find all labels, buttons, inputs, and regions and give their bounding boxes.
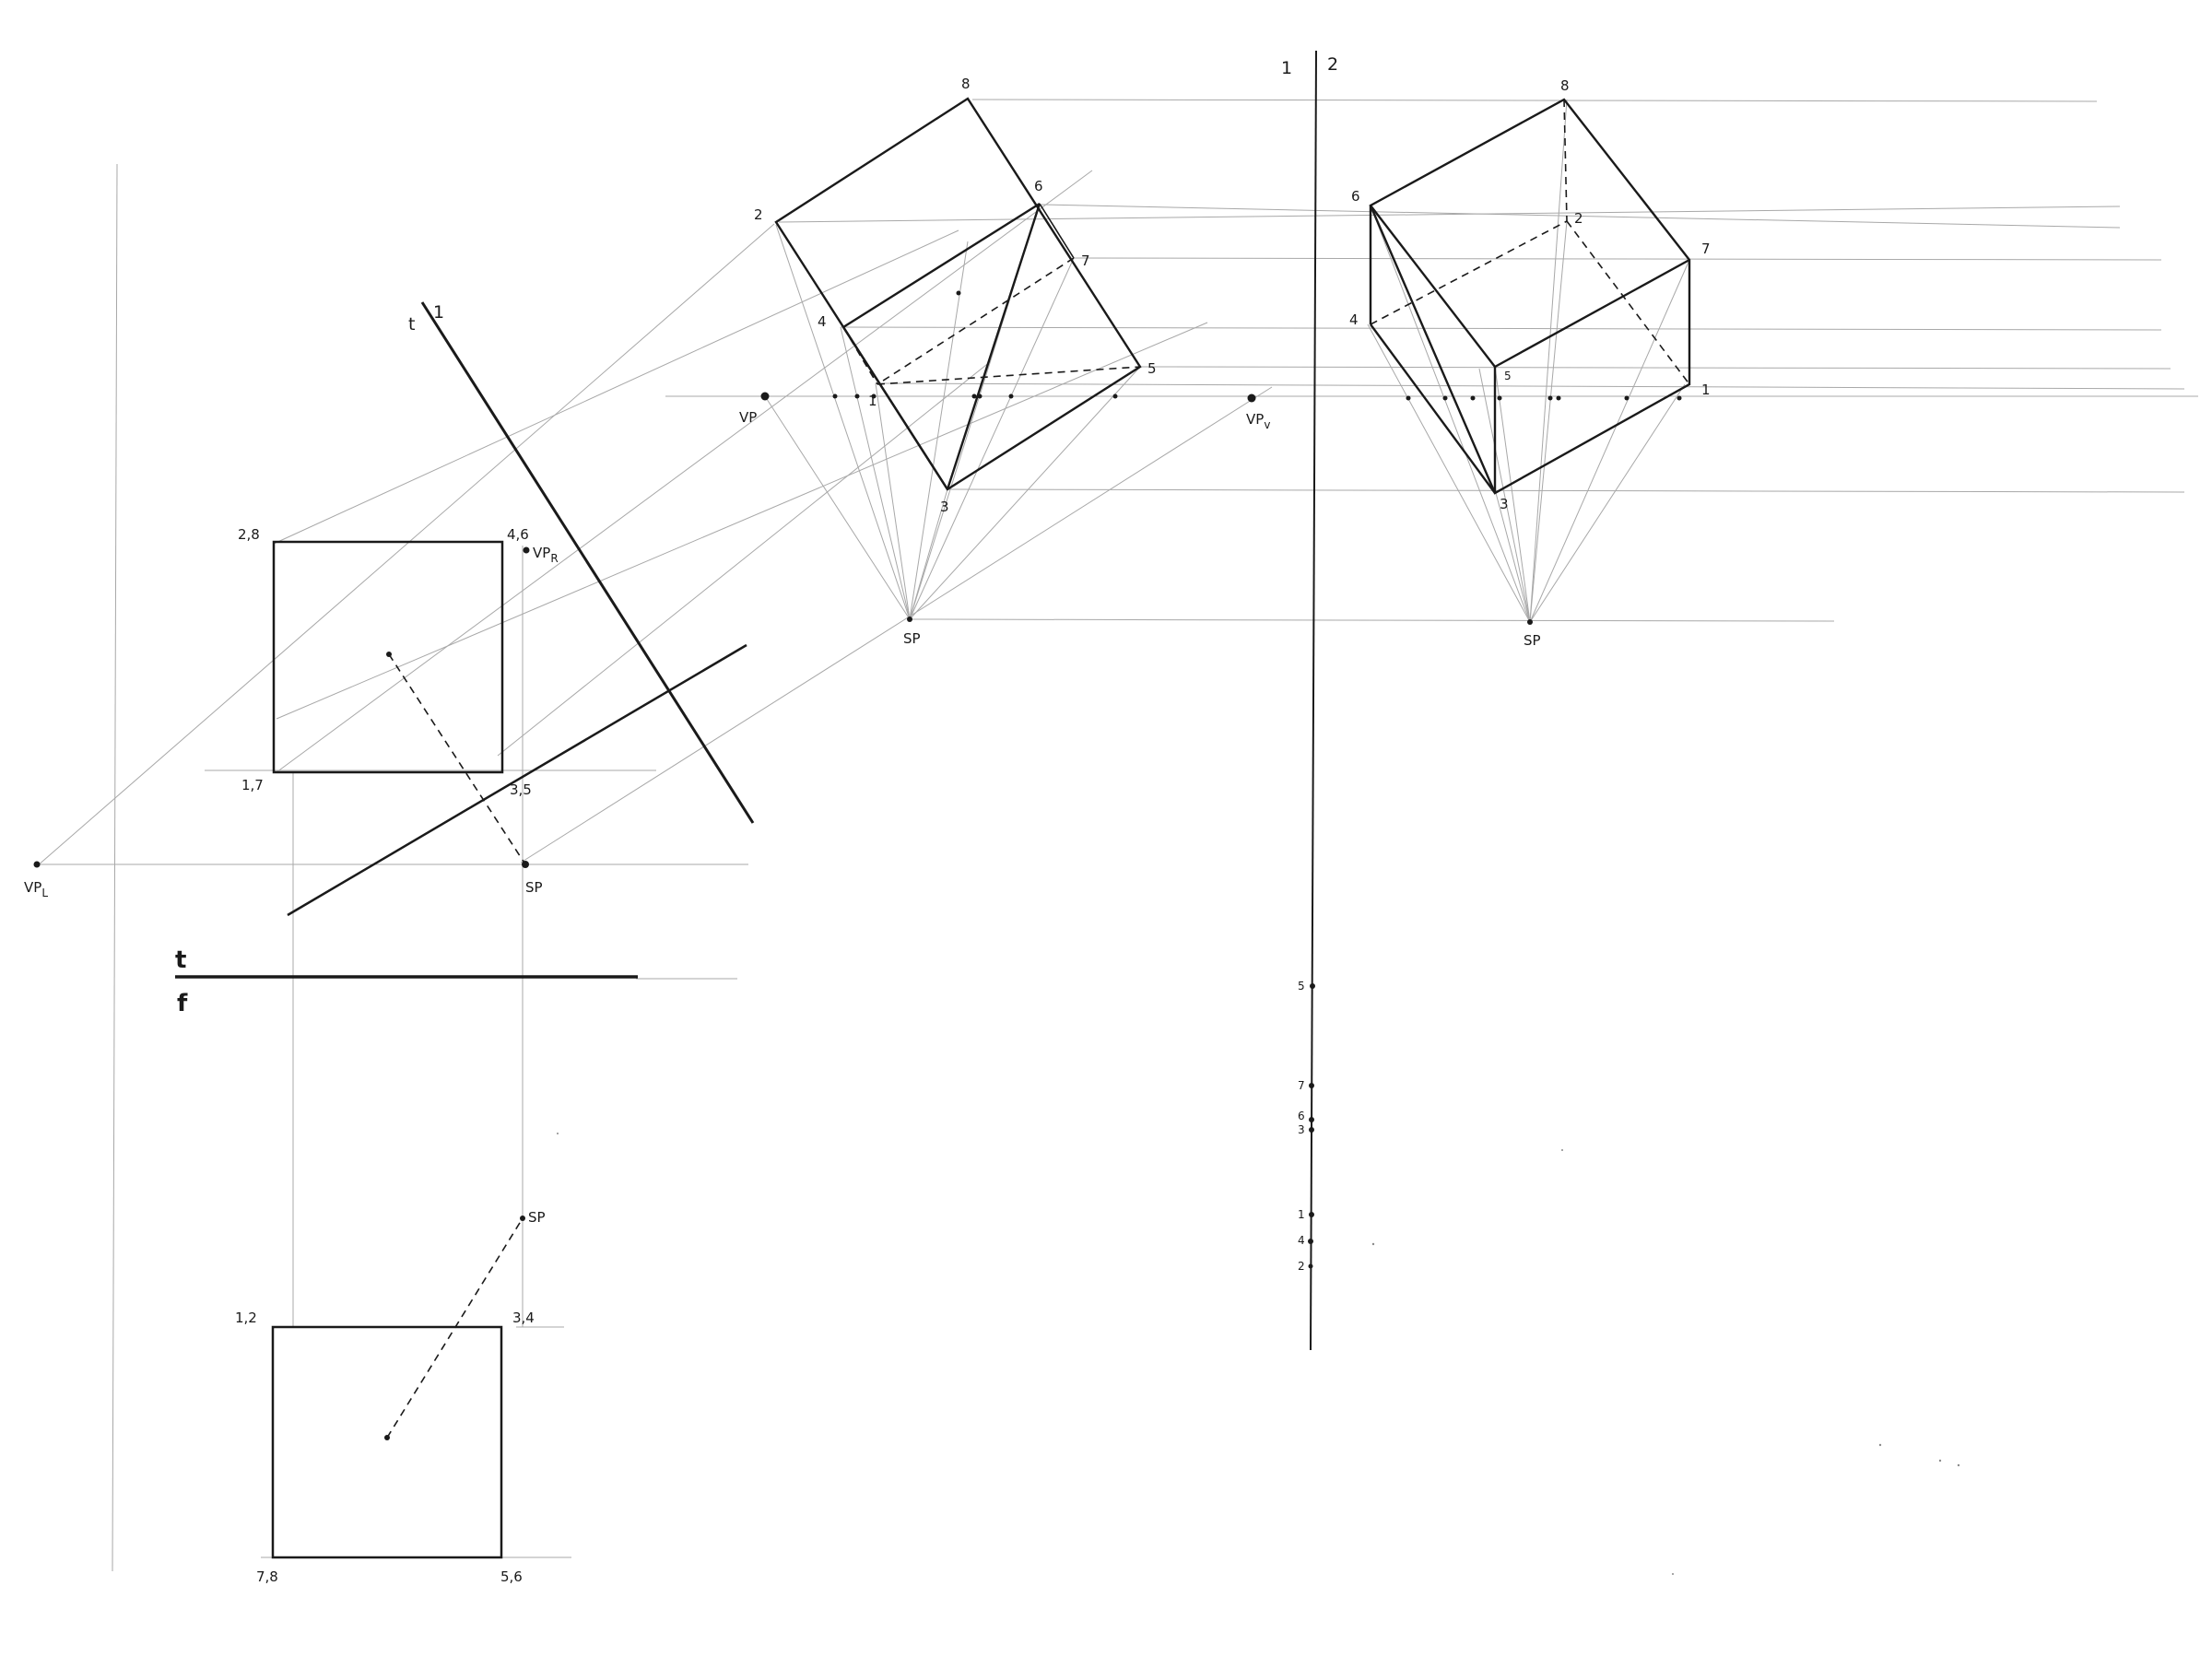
plan-corner-bl-label: 1,7 [241,777,264,793]
paper-specks [557,1133,1960,1575]
cube-2-edge-6-5 [1370,205,1496,368]
perspective-1: 8 2 6 7 4 5 1 3 VP VPv SP [739,76,1270,647]
plan-square [272,540,504,774]
front-sightline [386,1217,524,1439]
cube-1-hidden-4-1 [842,326,878,385]
perspective-2: 8 6 2 7 4 5 1 3 SP [1349,77,1711,649]
front-corner-tr-label: 3,4 [512,1310,535,1326]
cube-1-vertex-8: 8 [961,76,971,92]
sp-2-label: SP [1524,632,1541,649]
front-corner-bl-label: 7,8 [256,1568,278,1585]
cube-1-hidden-7-1 [877,257,1075,385]
cube-2-edge-4-3 [1370,323,1496,494]
height-mark-5-label: 5 [1298,980,1305,993]
cube-1-vertex-3: 3 [940,499,949,515]
vanishing-point-right-marker [523,546,530,554]
fold-line-bottom-label: f [177,990,188,1017]
height-mark-3-label: 3 [1298,1123,1305,1136]
vanishing-point-left-label: VPL [24,879,48,899]
divider-line [1310,50,1317,1351]
vanishing-point-right-label: VPR [533,545,559,565]
front-center-point [384,1435,390,1440]
cube-1-edge-4-3 [841,326,949,490]
cube-2-vertex-4: 4 [1349,311,1359,328]
vp-1-left-label: VP [739,409,757,426]
cube-2-vertex-3: 3 [1500,496,1509,512]
height-mark-4-label: 4 [1298,1234,1305,1247]
front-station-point-label: SP [528,1209,546,1226]
fold-line-top-label: t [175,946,186,974]
cube-2-vertex-2: 2 [1574,210,1583,227]
front-station-point-marker [520,1216,525,1221]
height-scale-marks [1308,983,1315,1269]
plan-station-point-label: SP [525,879,543,896]
top-view: 2,8 4,6 1,7 3,5 VPR VPL SP [24,526,747,917]
sp-2-marker [1527,619,1533,625]
cube-2-hidden-2-1 [1566,220,1690,385]
cube-2-hidden-4-2 [1370,220,1568,325]
picture-plane-1-label: 1 [433,302,444,323]
construction-lines [36,99,2198,1572]
plan-corner-tl-label: 2,8 [238,526,260,543]
vanishing-point-left-marker [33,861,41,868]
cube-2-outline [1369,98,1691,495]
plan-center-point [386,652,392,657]
plan-corner-tr-label: 4,6 [507,526,529,543]
divider-group: 1 2 5 7 6 3 1 4 2 [1281,50,1338,1351]
cube-2-vertex-6: 6 [1351,188,1360,205]
cube-1-edge-6-4 [842,202,1041,329]
front-corner-tl-label: 1,2 [235,1310,257,1326]
cube-1-vertex-5: 5 [1147,360,1157,377]
height-mark-7-label: 7 [1298,1079,1305,1092]
picture-plane-line [420,301,755,824]
cube-1-hidden-6-7 [1039,203,1075,259]
cube-1-vertex-1: 1 [868,393,877,409]
plan-sightline [388,653,526,865]
cube-1-vertex-4: 4 [818,313,827,330]
cube-2-vertex-8: 8 [1560,77,1570,94]
horizon-2-marks [1406,395,1682,401]
cube-2-vertex-5: 5 [1504,370,1512,382]
cube-1-center-point [956,290,961,296]
cube-1-hidden-1-5 [877,366,1141,385]
plan-object-line [287,643,747,917]
cube-2-vertex-7: 7 [1701,241,1711,257]
picture-plane-t-label: t [408,314,415,335]
sp-1-label: SP [903,630,921,647]
divider-left-label: 1 [1281,58,1292,78]
height-mark-6-label: 6 [1298,1110,1305,1122]
plan-corner-br-label: 3,5 [510,781,532,798]
front-view: 1,2 3,4 7,8 5,6 SP [235,1209,546,1585]
cube-1-vertex-7: 7 [1081,253,1090,269]
cube-1-edge-6-3 [946,203,1041,490]
cube-1-vertex-2: 2 [754,206,763,223]
cube-2-vertex-1: 1 [1701,382,1711,398]
front-corner-br-label: 5,6 [500,1568,523,1585]
station-point-marker [522,861,529,868]
horizon-1-marks [760,392,1256,403]
height-mark-2-label: 2 [1298,1260,1305,1273]
sp-1-marker [907,617,912,622]
divider-right-label: 2 [1327,54,1338,75]
cube-1-vertex-6: 6 [1034,178,1043,194]
front-square [271,1325,503,1559]
cube-2-edge-5-7 [1494,258,1690,369]
vp-1-right-label: VPv [1246,411,1270,431]
picture-plane: t 1 [408,301,755,824]
fold-line-group: t f [175,946,638,1017]
height-mark-1-label: 1 [1298,1208,1305,1221]
